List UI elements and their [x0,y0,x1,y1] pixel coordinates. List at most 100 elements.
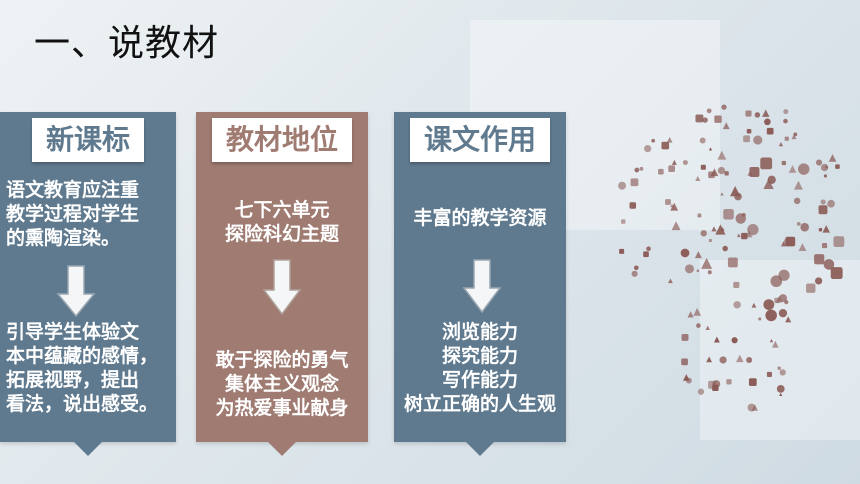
decorative-icon [721,104,727,110]
card-notch [466,442,494,456]
decorative-icon [741,232,748,240]
decorative-icon [697,388,705,395]
decorative-icon [681,333,689,341]
decorative-icon [833,236,845,247]
decorative-icon [705,325,710,331]
decorative-icon [778,308,788,318]
decorative-icon [711,226,717,232]
decorative-icon [646,246,651,252]
decorative-icon [720,192,724,196]
decorative-icon [681,358,688,366]
decorative-icon [775,295,783,303]
decorative-icon [778,142,784,147]
decorative-icon [723,209,734,220]
decorative-icon [800,222,809,232]
card-header: 课文作用 [410,118,550,162]
decorative-icon [806,283,816,293]
decorative-icon [783,109,789,115]
decorative-icon [793,180,803,190]
decorative-icon [639,166,644,171]
decorative-icon [762,109,770,117]
card-notch [74,442,102,456]
decorative-icon [818,205,828,215]
text-line: 集体主义观念 [224,373,339,395]
decorative-icon [724,171,729,176]
decorative-icon [766,127,774,135]
decorative-icon [668,165,675,172]
decorative-icon [814,277,823,285]
decorative-icon [630,178,639,187]
decorative-icon [745,230,753,238]
decorative-icon [713,336,720,343]
text-line: 丰富的教学资源 [413,207,547,229]
decorative-icon [684,264,695,274]
card-top-text: 七下六单元 探险科幻主题 [196,198,368,246]
decorative-icon [776,384,785,393]
decorative-icon [661,141,670,150]
text-line: 引导学生体验文 [6,321,140,343]
decorative-icon [746,128,752,134]
text-line: 七下六单元 [234,199,330,221]
decorative-icon [706,356,713,363]
decorative-icon [784,136,789,141]
text-line: 为热爱事业献身 [215,397,349,419]
decorative-icon [763,178,774,189]
decorative-icon [835,164,840,169]
decorative-icon [706,108,712,114]
decorative-icon [619,248,625,254]
decorative-icon [751,302,757,308]
decorative-icon [633,265,639,271]
decorative-icon [820,199,826,205]
decorative-icon [749,167,760,177]
decorative-icon [700,230,707,237]
decorative-icon [671,159,677,165]
decorative-icon [671,221,681,231]
decorative-icon [769,338,774,343]
decorative-icon [694,251,702,259]
decorative-icon [823,259,835,270]
decorative-icon [745,110,752,117]
decorative-icon [780,241,787,247]
decorative-icon [727,257,738,268]
decorative-icon [827,199,835,208]
decorative-icon [742,212,746,217]
decorative-icon [818,227,823,232]
decorative-icon [631,270,638,277]
decorative-icon [726,379,732,385]
card-new-curriculum: 新课标 语文教育应注重 教学过程对学生 的熏陶渲染。 引导学生体验文 本中蕴藏的… [0,112,176,456]
decorative-icon [680,248,690,258]
card-top-text: 语文教育应注重 教学过程对学生 的熏陶渲染。 [6,178,139,250]
decorative-icon [708,239,712,243]
decorative-icon [781,160,787,166]
card-bottom-text: 浏览能力 探究能力 写作能力 树立正确的人生观 [394,320,566,416]
text-line: 探究能力 [441,345,518,367]
decorative-icon [722,245,728,252]
decorative-icon [733,301,741,309]
text-line: 树立正确的人生观 [403,393,556,415]
decorative-icon [788,165,797,173]
decorative-icon [778,269,790,281]
decorative-icon [736,354,744,363]
decorative-icon [708,147,713,151]
decorative-icon [693,307,702,316]
decorative-icon [765,309,777,322]
decorative-icon [717,150,727,160]
card-textbook-position: 教材地位 七下六单元 探险科幻主题 敢于探险的勇气 集体主义观念 为热爱事业献身 [196,112,368,456]
decorative-icon [683,374,690,381]
decorative-icon [668,278,673,284]
decorative-icon [658,168,664,175]
decorative-icon [665,199,671,205]
card-notch [268,442,296,456]
decorative-icon [621,219,626,224]
decorative-icon [779,369,786,376]
decorative-icon [793,197,801,205]
decorative-icon [731,337,738,344]
decorative-icon [643,251,649,258]
decorative-icon [791,134,797,140]
text-line: 看法，说出感受。 [6,393,159,415]
decorative-icon [747,223,759,236]
decorative-icon [682,160,688,166]
decorative-icon [798,243,807,252]
text-line: 写作能力 [441,369,518,391]
decorative-icon [618,181,627,190]
